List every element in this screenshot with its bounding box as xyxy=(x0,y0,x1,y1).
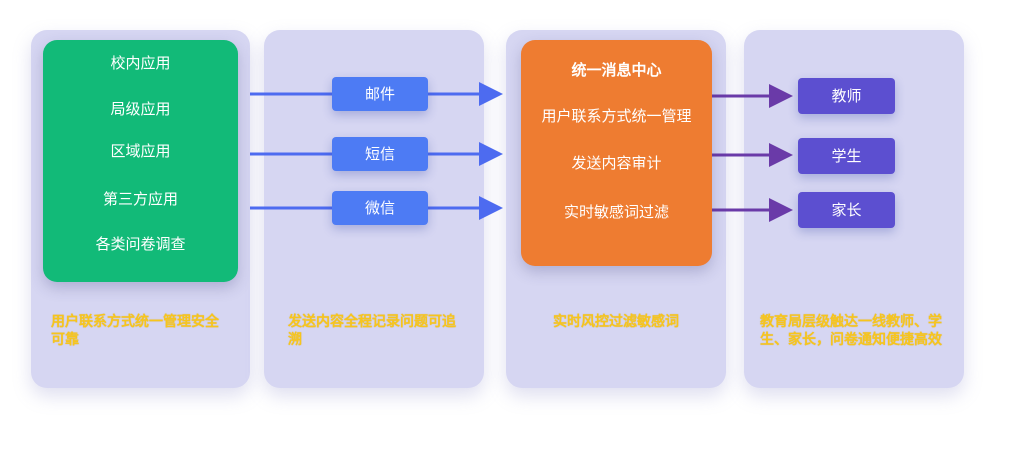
app-item-regional: 区域应用 xyxy=(110,142,171,160)
caption-channels: 发送内容全程记录问题可追溯 xyxy=(288,314,456,348)
caption-recipients: 教育局层级触达一线教师、学生、家长，问卷通知便捷高效 xyxy=(760,314,942,348)
recipient-student: 学生 xyxy=(798,138,895,174)
app-item-third-party: 第三方应用 xyxy=(102,190,178,208)
recipient-parent: 家长 xyxy=(798,192,895,228)
channel-email: 邮件 xyxy=(332,77,428,111)
recipient-teacher: 教师 xyxy=(798,78,895,114)
app-item-survey: 各类问卷调查 xyxy=(95,235,186,253)
message-center-box: 统一消息中心 用户联系方式统一管理 发送内容审计 实时敏感词过滤 xyxy=(521,40,712,266)
app-item-campus: 校内应用 xyxy=(110,54,171,72)
app-item-bureau: 局级应用 xyxy=(110,100,171,118)
channel-sms: 短信 xyxy=(332,137,428,171)
center-item-content-audit: 发送内容审计 xyxy=(571,154,662,172)
channel-wechat: 微信 xyxy=(332,191,428,225)
message-center-title: 统一消息中心 xyxy=(571,61,662,79)
center-item-contact-management: 用户联系方式统一管理 xyxy=(541,107,692,125)
caption-sources: 用户联系方式统一管理安全可靠 xyxy=(51,314,219,348)
caption-center: 实时风控过滤敏感词 xyxy=(553,314,679,330)
applications-box: 校内应用 局级应用 区域应用 第三方应用 各类问卷调查 xyxy=(43,40,238,282)
center-item-keyword-filter: 实时敏感词过滤 xyxy=(563,203,669,221)
